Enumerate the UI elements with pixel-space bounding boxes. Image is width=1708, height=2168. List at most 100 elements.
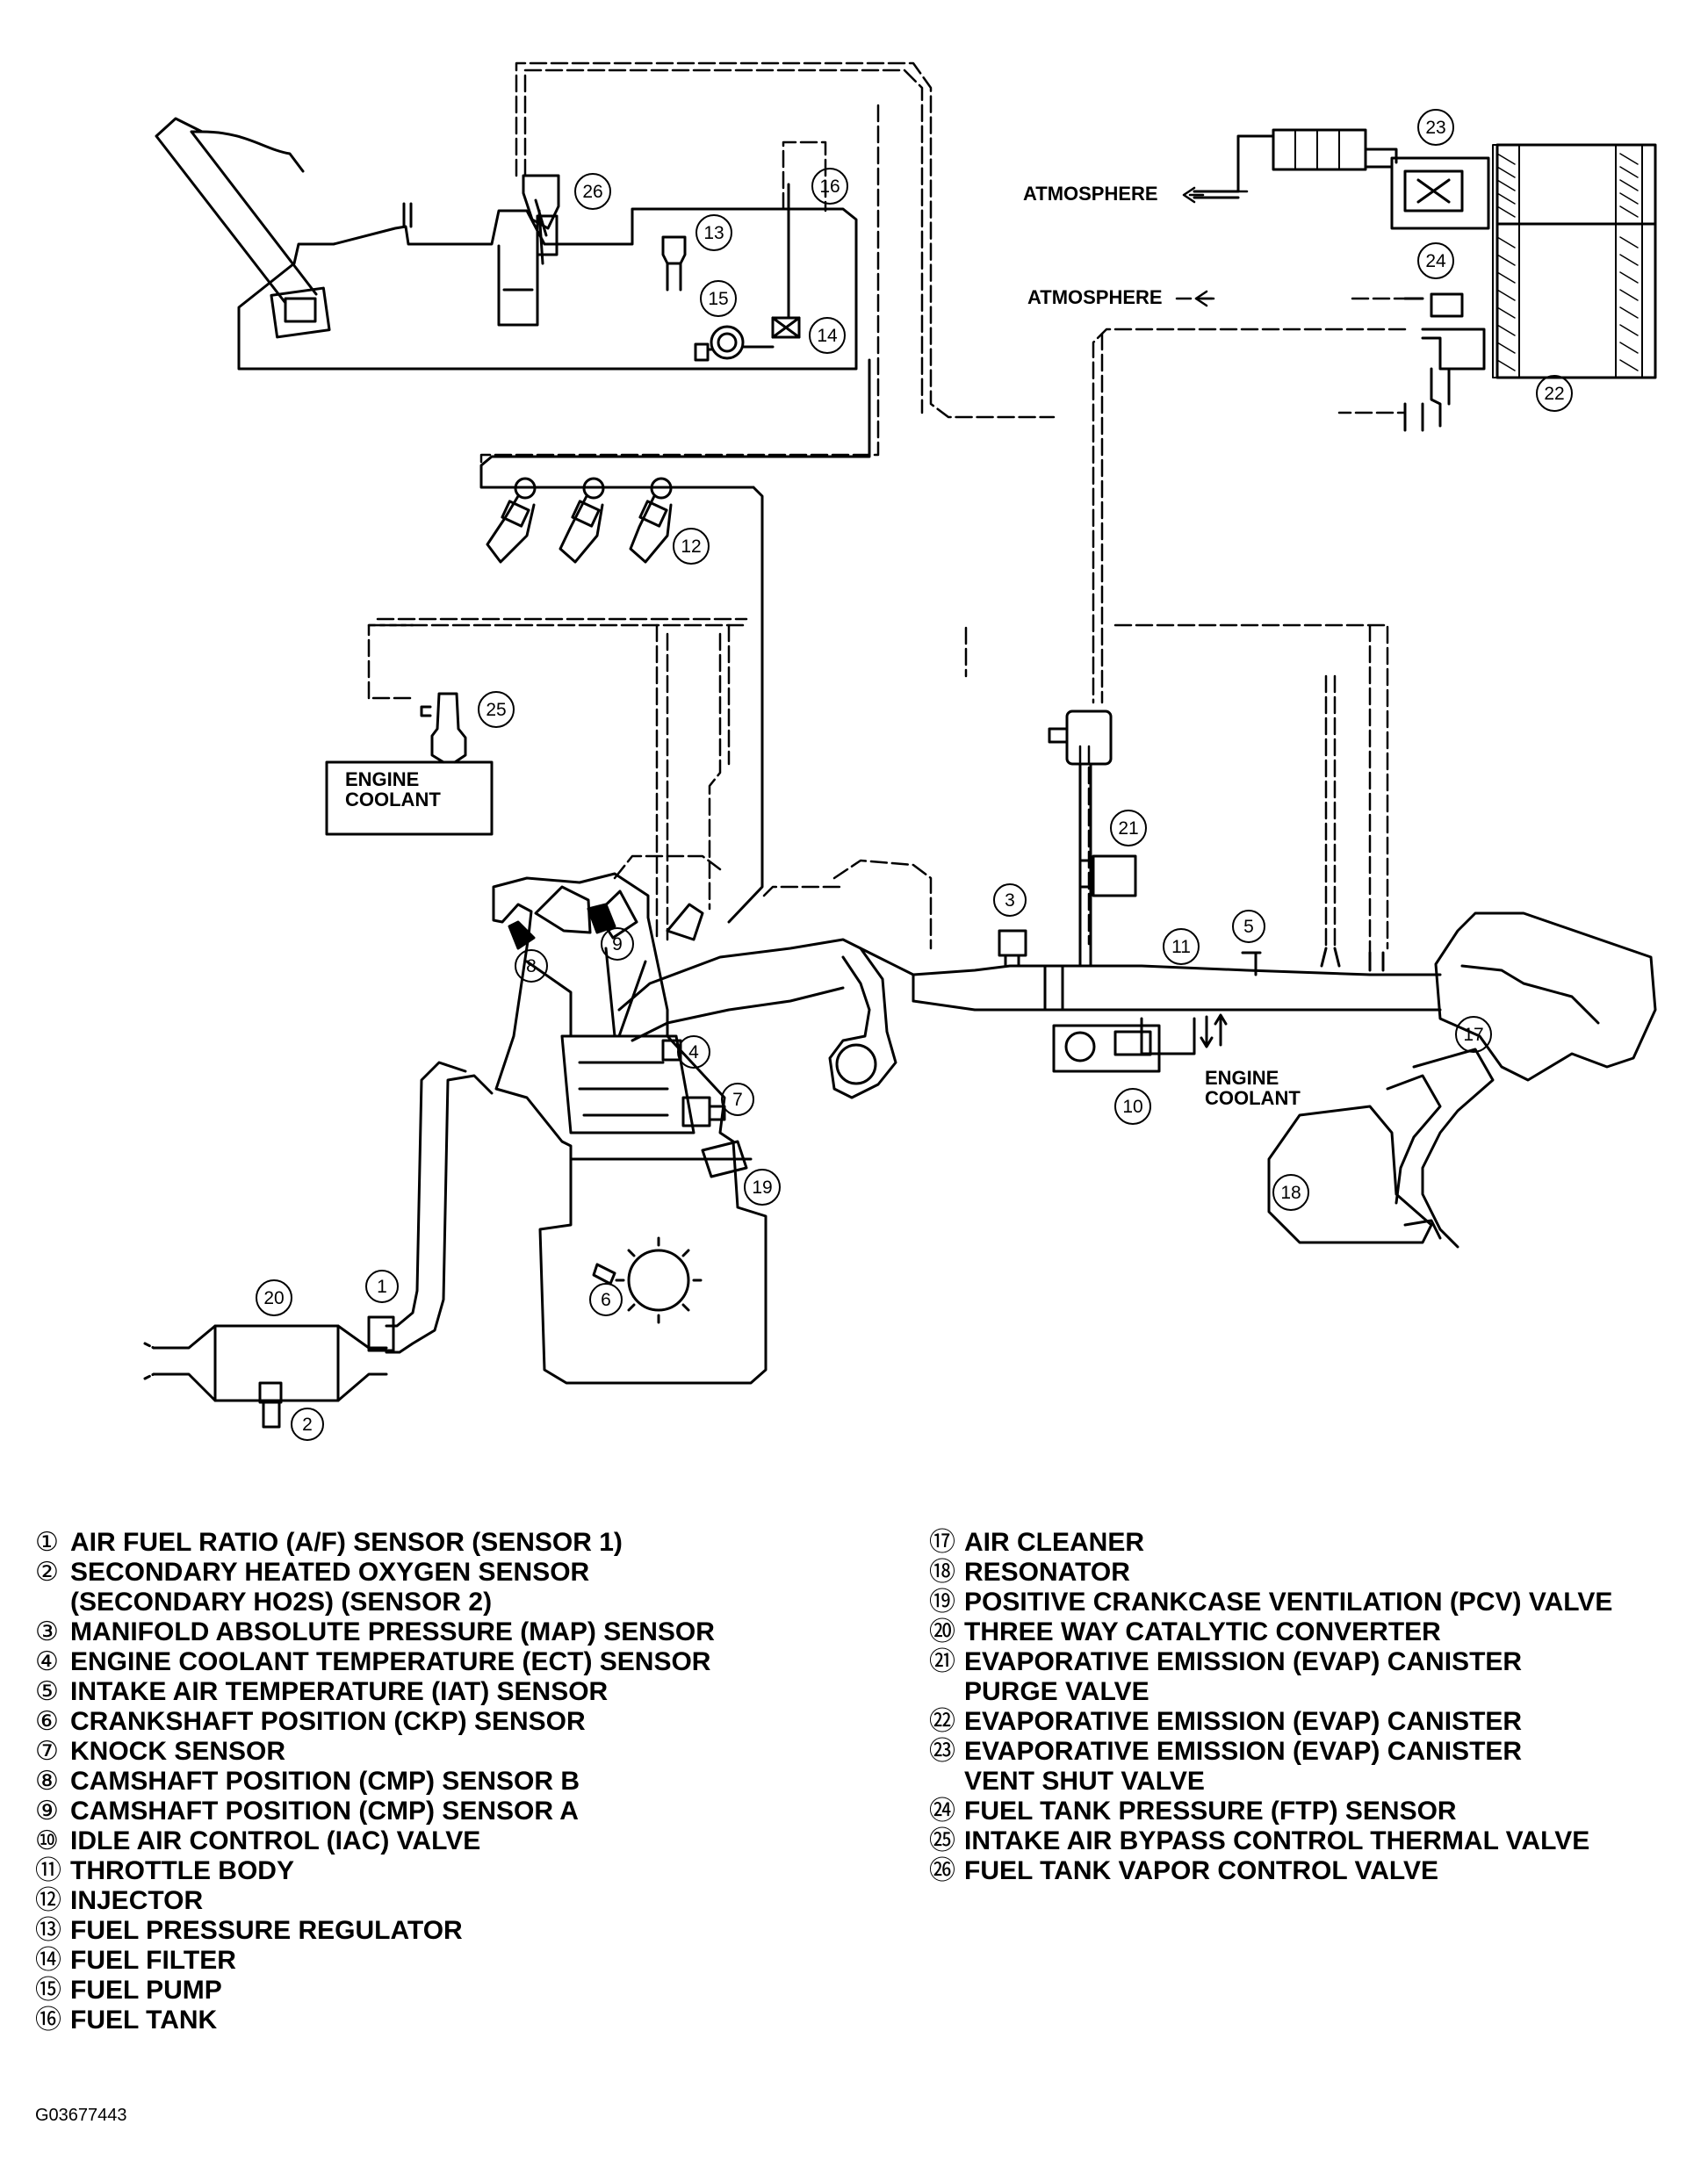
legend-marker: ㉖ (929, 1856, 955, 1885)
legend-item: ㉓ EVAPORATIVE EMISSION (EVAP) CANISTER VE… (929, 1737, 1702, 1797)
svg-text:13: 13 (703, 223, 724, 243)
engine-coolant-label-left-2: COOLANT (345, 789, 441, 810)
svg-text:6: 6 (601, 1290, 611, 1310)
svg-text:25: 25 (486, 700, 506, 720)
callout-24: 24 (1417, 242, 1454, 279)
callout-16: 16 (811, 168, 848, 205)
legend-marker: ⑤ (35, 1677, 59, 1706)
legend-text: FUEL TANK (70, 2006, 218, 2035)
legend-text: INTAKE AIR BYPASS CONTROL THERMAL VALVE (964, 1826, 1590, 1855)
atmosphere-arrow-mid (1194, 290, 1215, 307)
legend-marker: ⑯ (35, 2006, 61, 2035)
fuel-rail (479, 358, 871, 924)
evap-canister-drawing (1193, 128, 1657, 432)
callout-10: 10 (1114, 1088, 1151, 1125)
engine-drawing (492, 872, 768, 1385)
svg-text:11: 11 (1171, 937, 1191, 957)
svg-text:12: 12 (681, 537, 701, 557)
legend-marker: ㉒ (929, 1707, 955, 1736)
legend-text: EVAPORATIVE EMISSION (EVAP) CANISTER (964, 1707, 1523, 1736)
svg-text:15: 15 (708, 289, 728, 309)
callout-4: 4 (677, 1035, 710, 1069)
vapor-lines-canister (1092, 190, 1416, 704)
engine-coolant-label-right-1: ENGINE (1205, 1067, 1279, 1089)
callout-3: 3 (993, 883, 1027, 917)
callout-13: 13 (695, 214, 732, 251)
legend-text: EVAPORATIVE EMISSION (EVAP) CANISTER VEN… (964, 1737, 1523, 1796)
legend-text: CAMSHAFT POSITION (CMP) SENSOR B (70, 1767, 580, 1796)
callout-11: 11 (1163, 928, 1200, 965)
callout-23: 23 (1417, 109, 1454, 146)
legend-marker: ① (35, 1528, 59, 1557)
callout-9: 9 (601, 927, 634, 961)
legend-text: FUEL PRESSURE REGULATOR (70, 1916, 463, 1945)
svg-text:24: 24 (1425, 251, 1446, 271)
legend-item: ① AIR FUEL RATIO (A/F) SENSOR (SENSOR 1) (35, 1528, 896, 1558)
legend-marker: ⑬ (35, 1916, 61, 1945)
svg-text:8: 8 (526, 956, 537, 976)
legend-marker: ⑱ (929, 1558, 955, 1587)
svg-text:22: 22 (1544, 384, 1564, 404)
svg-text:9: 9 (612, 934, 623, 954)
air-cleaner-drawing (1267, 911, 1657, 1249)
injectors-drawing (486, 477, 673, 564)
legend-item: ⑯ FUEL TANK (35, 2006, 896, 2035)
callout-1: 1 (365, 1270, 399, 1303)
legend-text: KNOCK SENSOR (70, 1737, 286, 1766)
legend-text: SECONDARY HEATED OXYGEN SENSOR (SECONDAR… (70, 1558, 590, 1617)
legend-text: POSITIVE CRANKCASE VENTILATION (PCV) VAL… (964, 1588, 1613, 1617)
callout-7: 7 (721, 1083, 754, 1116)
callout-2: 2 (291, 1408, 324, 1441)
legend-text: INJECTOR (70, 1886, 204, 1915)
legend-text: INTAKE AIR TEMPERATURE (IAT) SENSOR (70, 1677, 609, 1706)
svg-text:21: 21 (1118, 818, 1138, 839)
legend-marker: ⑳ (929, 1617, 955, 1646)
legend-item: ⑤ INTAKE AIR TEMPERATURE (IAT) SENSOR (35, 1677, 896, 1707)
intake-manifold-drawing (617, 709, 1442, 1099)
svg-text:20: 20 (263, 1288, 284, 1308)
svg-text:5: 5 (1243, 917, 1254, 937)
callout-5: 5 (1232, 910, 1265, 943)
legend-marker: ⑰ (929, 1528, 955, 1557)
legend-text: MANIFOLD ABSOLUTE PRESSURE (MAP) SENSOR (70, 1617, 715, 1646)
legend-text: THREE WAY CATALYTIC CONVERTER (964, 1617, 1441, 1646)
callout-25: 25 (478, 691, 515, 728)
fuel-tank-drawing (155, 117, 858, 371)
legend-marker: ⑩ (35, 1826, 59, 1855)
legend-text: FUEL PUMP (70, 1976, 222, 2005)
svg-text:4: 4 (688, 1042, 699, 1062)
engine-emission-system-diagram: ATMOSPHERE ATMOSPHERE ENGINE COOLANT ENG… (143, 61, 1657, 1441)
legend-marker: ㉓ (929, 1737, 955, 1766)
legend-text: ENGINE COOLANT TEMPERATURE (ECT) SENSOR (70, 1647, 711, 1676)
legend-item: ⑫ INJECTOR (35, 1886, 896, 1916)
callout-20: 20 (256, 1279, 292, 1316)
callout-26: 26 (574, 173, 611, 210)
callout-19: 19 (744, 1169, 781, 1206)
atmosphere-arrow-top (1182, 186, 1205, 204)
legend-marker: ㉔ (929, 1797, 955, 1826)
svg-text:26: 26 (582, 182, 602, 202)
legend-marker: ⑫ (35, 1886, 61, 1915)
svg-text:2: 2 (302, 1415, 313, 1435)
callout-6: 6 (589, 1283, 623, 1316)
callout-12: 12 (673, 528, 710, 565)
svg-text:14: 14 (817, 326, 838, 346)
atmosphere-label-mid: ATMOSPHERE (1027, 286, 1163, 308)
callout-14: 14 (809, 317, 846, 354)
legend-text: CAMSHAFT POSITION (CMP) SENSOR A (70, 1797, 579, 1826)
legend-text: AIR FUEL RATIO (A/F) SENSOR (SENSOR 1) (70, 1528, 623, 1557)
engine-coolant-label-right-2: COOLANT (1205, 1087, 1301, 1109)
legend-item: ㉒ EVAPORATIVE EMISSION (EVAP) CANISTER (929, 1707, 1702, 1737)
legend-marker: ⑭ (35, 1946, 61, 1975)
